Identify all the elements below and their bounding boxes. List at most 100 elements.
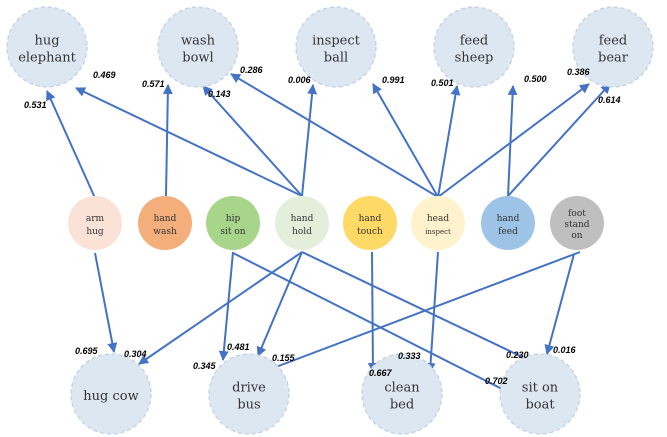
edge-down-2-to-1	[218, 251, 234, 361]
top-node-hug-elephant: hug elephant	[6, 6, 88, 88]
edge-weight-down-8: 0.230	[506, 350, 529, 360]
part-node-4-line-0: hand	[359, 214, 382, 224]
edge-weight-down-0: 0.695	[75, 346, 99, 356]
bottom-node-2-line-0: clean	[384, 380, 420, 395]
edge-up-3-to-1	[202, 85, 303, 197]
part-node-hand-hold: hand hold	[275, 196, 329, 250]
top-node-2-line-0: inspect	[312, 33, 360, 48]
edge-weight-down-2: 0.345	[193, 361, 217, 371]
edge-weight-up-8: 0.386	[567, 67, 591, 77]
top-node-2-line-1: ball	[324, 50, 348, 65]
top-node-4-line-1: bear	[598, 50, 629, 65]
top-node-feed-sheep: feed sheep	[433, 6, 515, 88]
part-node-5-line-1: inspect	[425, 228, 451, 236]
part-node-circle	[138, 196, 192, 250]
top-node-4-line-0: feed	[599, 33, 628, 48]
bottom-node-circle	[499, 353, 581, 435]
top-node-3-line-0: feed	[460, 33, 489, 48]
edge-weight-up-9: 0.500	[524, 74, 547, 84]
edge-weight-up-6: 0.991	[382, 75, 405, 85]
top-node-wash-bowl: wash bowl	[157, 6, 239, 88]
top-node-inspect-ball: inspect ball	[295, 6, 377, 88]
edge-up-3-to-2	[301, 84, 318, 197]
edge-down-4-to-2	[367, 251, 378, 373]
edge-weight-up-2: 0.469	[93, 70, 116, 80]
edge-down-3-to-0	[138, 251, 303, 365]
part-node-5-line-0: head	[427, 214, 449, 224]
edge-weight-down-4: 0.155	[272, 353, 296, 363]
part-node-6-line-1: feed	[498, 227, 518, 237]
bottom-node-circle	[361, 353, 443, 435]
part-node-hip-sit-on: hip sit on	[206, 196, 260, 250]
edge-weight-up-3: 0.143	[208, 89, 231, 99]
bottom-node-3-line-1: boat	[525, 397, 555, 412]
edge-weight-up-5: 0.286	[240, 65, 264, 75]
edge-weight-down-1: 0.304	[124, 349, 147, 359]
edge-down-7-to-3	[544, 253, 575, 355]
part-node-0-line-1: hug	[86, 227, 104, 237]
top-node-feed-bear: feed bear	[572, 6, 654, 88]
part-node-arm-hug: arm hug	[68, 196, 122, 250]
part-node-1-line-1: wash	[153, 227, 177, 237]
edge-weight-up-10: 0.614	[598, 95, 621, 105]
edge-down-3-to-1	[256, 251, 303, 357]
edge-down-3-to-3	[301, 251, 538, 365]
top-node-1-line-1: bowl	[182, 50, 213, 65]
part-node-7-line-0: foot	[568, 209, 586, 219]
top-node-circle	[572, 6, 654, 88]
edge-weight-up-7: 0.501	[431, 78, 454, 88]
part-node-circle	[68, 196, 122, 250]
edge-up-3-to-0	[75, 87, 303, 197]
bottom-node-0-line-0: hug cow	[83, 389, 138, 404]
edge-down-2-to-3	[232, 252, 513, 395]
edge-weight-up-0: 0.531	[24, 100, 47, 110]
edge-weight-up-1: 0.571	[142, 79, 165, 89]
part-node-3-line-1: hold	[292, 227, 312, 237]
part-node-3-line-0: hand	[291, 214, 314, 224]
edge-up-5-to-3	[437, 85, 461, 198]
edge-up-6-to-3	[507, 85, 518, 197]
edge-down-0-to-0	[94, 252, 118, 353]
top-node-0-line-1: elephant	[18, 50, 76, 65]
top-node-circle	[433, 6, 515, 88]
edge-up-0-to-0	[46, 90, 96, 199]
part-node-circle	[343, 196, 397, 250]
part-node-circle	[411, 196, 465, 250]
edge-weight-up-4: 0.006	[288, 75, 312, 85]
nodes-layer: hugelephantwashbowlinspectballfeedsheepf…	[6, 6, 654, 435]
top-node-1-line-0: wash	[181, 33, 216, 48]
edges-layer	[46, 73, 611, 395]
part-node-6-line-0: hand	[497, 214, 520, 224]
edge-up-6-to-4	[507, 83, 611, 197]
part-node-2-line-1: sit on	[220, 227, 245, 237]
top-node-circle	[157, 6, 239, 88]
part-node-2-line-0: hip	[226, 214, 241, 224]
edge-weight-down-5: 0.667	[369, 368, 393, 378]
top-node-0-line-0: hug	[34, 33, 59, 48]
edge-weight-down-3: 0.481	[227, 342, 250, 352]
part-node-hand-wash: hand wash	[138, 196, 192, 250]
part-node-circle	[481, 196, 535, 250]
part-node-0-line-0: arm	[86, 214, 105, 224]
edge-down-5-to-2	[425, 251, 439, 373]
edge-up-5-to-2	[372, 83, 439, 198]
part-node-7-line-1: stand	[564, 220, 589, 230]
bottom-node-circle	[208, 353, 290, 435]
edge-weight-down-6: 0.333	[398, 351, 421, 361]
part-node-circle	[550, 196, 604, 250]
top-node-3-line-1: sheep	[455, 50, 494, 65]
edge-up-5-to-1	[230, 73, 439, 198]
bottom-node-1-line-1: bus	[237, 397, 260, 412]
edge-weight-down-7: 0.702	[485, 376, 508, 386]
part-node-head-inspect: head inspect	[411, 196, 465, 250]
part-node-1-line-0: hand	[154, 214, 177, 224]
edge-weight-down-9: 0.016	[553, 345, 577, 355]
bottom-node-hug-cow: hug cow	[70, 353, 152, 435]
part-node-circle	[206, 196, 260, 250]
top-node-circle	[6, 6, 88, 88]
